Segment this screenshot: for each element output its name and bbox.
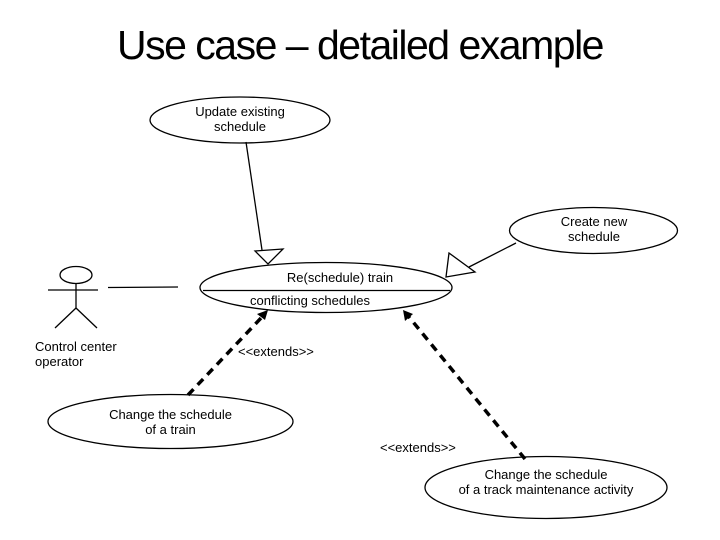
generalization-line-update: [245, 141, 263, 251]
slide-title: Use case – detailed example: [117, 22, 604, 68]
usecase-change-track-label-line2: of a track maintenance activity: [458, 482, 634, 497]
actor-label-line1: Control center: [35, 339, 117, 354]
usecase-change-train-label-line2: of a train: [145, 422, 196, 437]
usecase-update-existing-label: Update existing schedule: [150, 104, 330, 134]
extends-arrow-train: [186, 315, 264, 397]
usecase-create-new-ellipse: [508, 206, 679, 255]
actor-leg-left: [54, 307, 77, 329]
extends-arrowhead-track: [403, 310, 413, 321]
extends-arrow-track: [407, 315, 527, 461]
usecase-create-new-label: Create new schedule: [510, 214, 678, 244]
actor-head: [59, 265, 93, 285]
usecase-create-new-label-line1: Create new: [560, 214, 628, 229]
actor-leg-right: [75, 307, 98, 329]
actor-label-line2: operator: [35, 354, 84, 369]
actor-label: Control center operator: [35, 339, 117, 369]
usecase-reschedule-ellipse: [199, 261, 453, 314]
usecase-reschedule-label-line2: conflicting schedules: [250, 293, 370, 308]
extends-label-track: <<extends>>: [380, 440, 456, 455]
usecase-update-existing-ellipse: [149, 96, 331, 144]
generalization-arrowhead-create: [445, 251, 477, 278]
usecase-change-train-ellipse: [47, 393, 294, 450]
actor-figure: [48, 265, 98, 329]
usecase-update-existing-label-line2: schedule: [213, 119, 267, 134]
association-line: [107, 286, 179, 289]
extends-label-train: <<extends>>: [238, 344, 314, 359]
usecase-reschedule-label-line1: Re(schedule) train: [286, 270, 394, 285]
usecase-create-new-label-line2: schedule: [567, 229, 621, 244]
usecase-change-train-label: Change the schedule of a train: [48, 407, 293, 437]
usecase-change-train-label-line1: Change the schedule: [109, 407, 232, 422]
usecase-change-track-label: Change the schedule of a track maintenan…: [425, 467, 667, 497]
usecase-change-track-label-line1: Change the schedule: [484, 467, 608, 482]
usecase-update-existing-label-line1: Update existing: [195, 104, 285, 119]
generalization-line-create: [468, 242, 517, 268]
generalization-arrowhead-update: [253, 248, 285, 265]
usecase-change-track-ellipse: [424, 455, 668, 520]
extends-arrowhead-train: [257, 310, 268, 320]
